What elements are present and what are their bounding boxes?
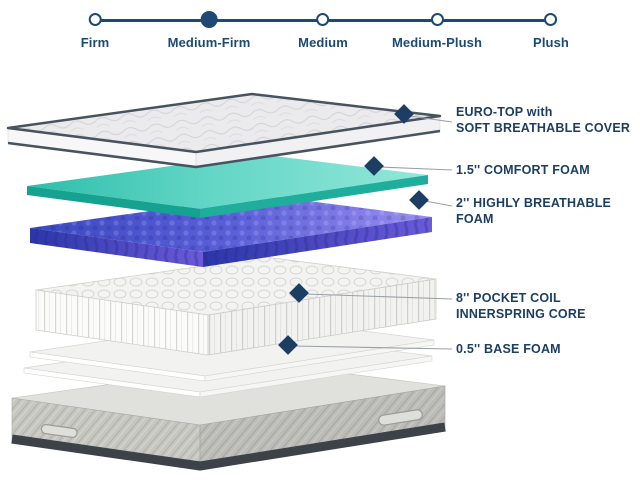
firmness-dot-plush[interactable] xyxy=(544,13,558,26)
layer-highly-breathable-foam xyxy=(30,195,432,267)
firmness-scale: Firm Medium-Firm Medium Medium-Plush Plu… xyxy=(0,0,640,60)
firmness-dot-medium-plush[interactable] xyxy=(430,13,444,26)
firmness-label[interactable]: Medium-Firm xyxy=(167,35,251,50)
label-line: 2'' HIGHLY BREATHABLE xyxy=(456,196,612,210)
euro-top-piping xyxy=(7,129,441,169)
firmness-label[interactable]: Medium xyxy=(298,35,348,50)
foundation-handle-left xyxy=(40,423,78,438)
firmness-label[interactable]: Plush xyxy=(533,35,569,50)
layer-pocket-coil-core xyxy=(35,256,437,356)
firmness-option-firm[interactable]: Firm xyxy=(81,13,110,50)
layer-euro-top xyxy=(6,92,442,169)
diamond-marker-icon xyxy=(278,335,298,355)
label-line: EURO-TOP with xyxy=(456,105,553,119)
leader-lines xyxy=(293,115,453,350)
diamond-marker-icon xyxy=(364,156,384,176)
firmness-option-medium-firm[interactable]: Medium-Firm xyxy=(167,11,251,50)
label-euro-top: EURO-TOP with SOFT BREATHABLE COVER xyxy=(456,105,630,136)
label-line: SOFT BREATHABLE COVER xyxy=(456,120,631,135)
firmness-option-plush[interactable]: Plush xyxy=(533,13,569,50)
label-line: 1.5'' COMFORT FOAM xyxy=(456,163,590,177)
firmness-label[interactable]: Firm xyxy=(80,35,110,50)
firmness-label[interactable]: Medium-Plush xyxy=(391,35,483,50)
layer-comfort-foam xyxy=(27,154,428,218)
diamond-marker-icon xyxy=(394,104,414,124)
foundation-handle-right xyxy=(378,409,423,426)
diamond-marker-icon xyxy=(409,190,429,210)
label-line: 0.5'' BASE FOAM xyxy=(456,342,561,356)
firmness-option-medium[interactable]: Medium xyxy=(298,13,348,50)
layer-foundation-base xyxy=(11,362,446,471)
label-line: 8'' POCKET COIL xyxy=(456,291,561,305)
label-pocket-coil-core: 8'' POCKET COIL INNERSPRING CORE xyxy=(456,291,586,322)
firmness-dot-medium[interactable] xyxy=(316,13,330,26)
firmness-dot-medium-firm[interactable] xyxy=(200,11,218,28)
label-base-foam: 0.5'' BASE FOAM xyxy=(456,342,561,358)
firmness-option-medium-plush[interactable]: Medium-Plush xyxy=(392,13,482,50)
firmness-dot-firm[interactable] xyxy=(88,13,102,26)
label-line: INNERSPRING CORE xyxy=(456,306,586,321)
label-line: FOAM xyxy=(456,211,494,226)
label-highly-breathable-foam: 2'' HIGHLY BREATHABLE FOAM xyxy=(456,196,611,227)
label-comfort-foam: 1.5'' COMFORT FOAM xyxy=(456,163,590,179)
diamond-marker-icon xyxy=(289,283,309,303)
foundation-bottom-trim xyxy=(11,422,446,471)
diamond-markers xyxy=(278,104,429,355)
